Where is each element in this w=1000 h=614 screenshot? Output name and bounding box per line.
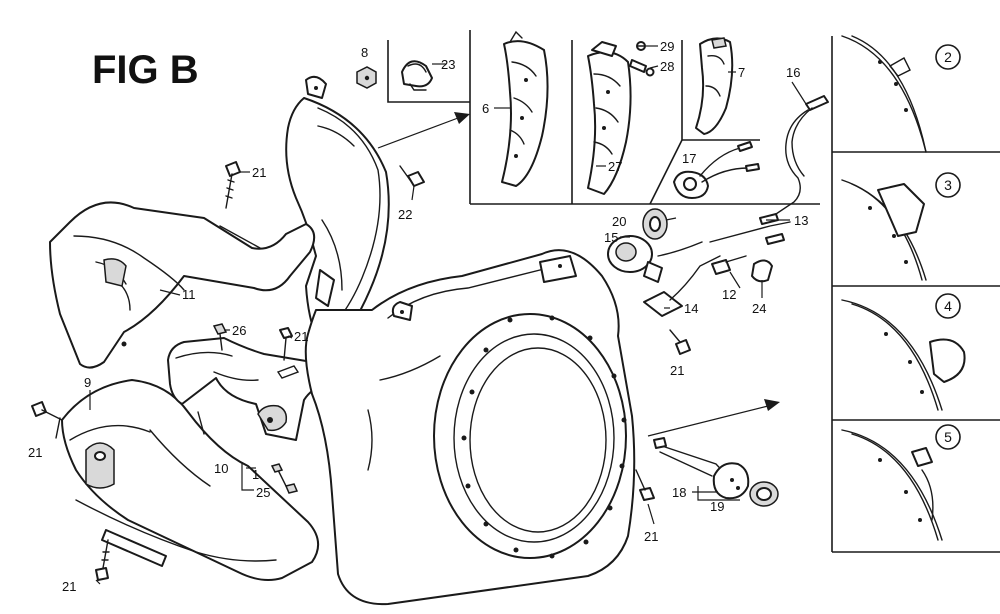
callout-21-e: 21: [644, 529, 658, 544]
callout-23: 23: [441, 57, 455, 72]
detail-view-2: [831, 35, 1000, 153]
callout-21-b: 21: [294, 329, 308, 344]
part-24-clamp: [751, 259, 773, 283]
part-13-wire: [709, 213, 791, 245]
figure-title: FIG B: [92, 48, 199, 92]
callout-1: 1: [252, 467, 259, 482]
leader-lines: [89, 45, 807, 585]
part-21-bolt-mid: [279, 327, 293, 361]
callout-24: 24: [752, 301, 766, 316]
part-6-plate: [501, 30, 549, 187]
part-25-screw: [277, 469, 299, 494]
part-29-screw: [636, 41, 646, 51]
part-22-bolt: [399, 165, 425, 187]
part-20-bushing: [642, 208, 668, 240]
callout-21-a: 21: [252, 165, 266, 180]
callout-29: 29: [660, 39, 674, 54]
part-main-fan-shroud: [304, 249, 636, 606]
callout-14: 14: [684, 301, 698, 316]
part-26-bolt: [212, 323, 228, 351]
detail-badge-3-label: 3: [944, 177, 952, 193]
callout-27: 27: [608, 159, 622, 174]
callout-21-d: 21: [28, 445, 42, 460]
inset-panel: [387, 30, 820, 205]
part-28-washer: [629, 59, 655, 77]
part-1-screw: [270, 463, 284, 473]
part-23-clip: [401, 60, 433, 91]
part-21-bolt-electric: [669, 329, 691, 355]
callout-16: 16: [786, 65, 800, 80]
callout-21-f: 21: [62, 579, 76, 594]
detail-badge-2-label: 2: [944, 49, 952, 65]
part-9-lower-cover: [55, 379, 319, 581]
detail-badge-4: 4: [935, 293, 961, 319]
callout-12: 12: [722, 287, 736, 302]
part-21-bolt-top: [225, 161, 241, 209]
part-21-bolt-shroud: [635, 469, 655, 501]
arrow-to-inset: [377, 112, 470, 149]
callout-13: 13: [794, 213, 808, 228]
callout-15: 15: [604, 230, 618, 245]
part-15-switch: [607, 235, 703, 283]
callout-10: 10: [214, 461, 228, 476]
part-21-bolt-left: [31, 401, 63, 421]
callout-labels: 8 23 6 29 28 7 16 27 17 21 22 20 13 15 1…: [28, 39, 808, 594]
callout-28: 28: [660, 59, 674, 74]
callout-26: 26: [232, 323, 246, 338]
callout-20: 20: [612, 214, 626, 229]
part-7-cover: [695, 37, 734, 135]
part-starter-shroud: [285, 75, 390, 353]
part-27-bracket: [587, 41, 632, 195]
part-12-terminal: [711, 255, 747, 275]
callout-25: 25: [256, 485, 270, 500]
part-11-air-guide: [49, 201, 316, 369]
callout-9: 9: [84, 375, 91, 390]
part-17-switch: [673, 141, 760, 199]
detail-badge-4-label: 4: [944, 298, 952, 314]
callout-17: 17: [682, 151, 696, 166]
part-8-nut: [356, 66, 377, 89]
callout-6: 6: [482, 101, 489, 116]
callout-7: 7: [738, 65, 745, 80]
part-14-connector: [643, 255, 721, 317]
part-16-wire-harness: [769, 95, 829, 219]
part-21-bolt-bottom: [95, 539, 110, 581]
detail-badge-2: 2: [935, 44, 961, 70]
callout-21-c: 21: [670, 363, 684, 378]
part-18-plug-assembly: [653, 437, 750, 500]
callout-22: 22: [398, 207, 412, 222]
part-19-grommet: [749, 481, 779, 507]
detail-badge-3: 3: [935, 172, 961, 198]
detail-view-4: [831, 286, 1000, 421]
detail-badge-5-label: 5: [944, 429, 952, 445]
arrow-to-detail-views: [647, 399, 780, 437]
callout-8: 8: [361, 45, 368, 60]
detail-badge-5: 5: [935, 424, 961, 450]
callout-11: 11: [182, 287, 196, 302]
callout-19: 19: [710, 499, 724, 514]
callout-18: 18: [672, 485, 686, 500]
detail-view-3: [831, 152, 1000, 287]
detail-view-5: [831, 420, 1000, 553]
